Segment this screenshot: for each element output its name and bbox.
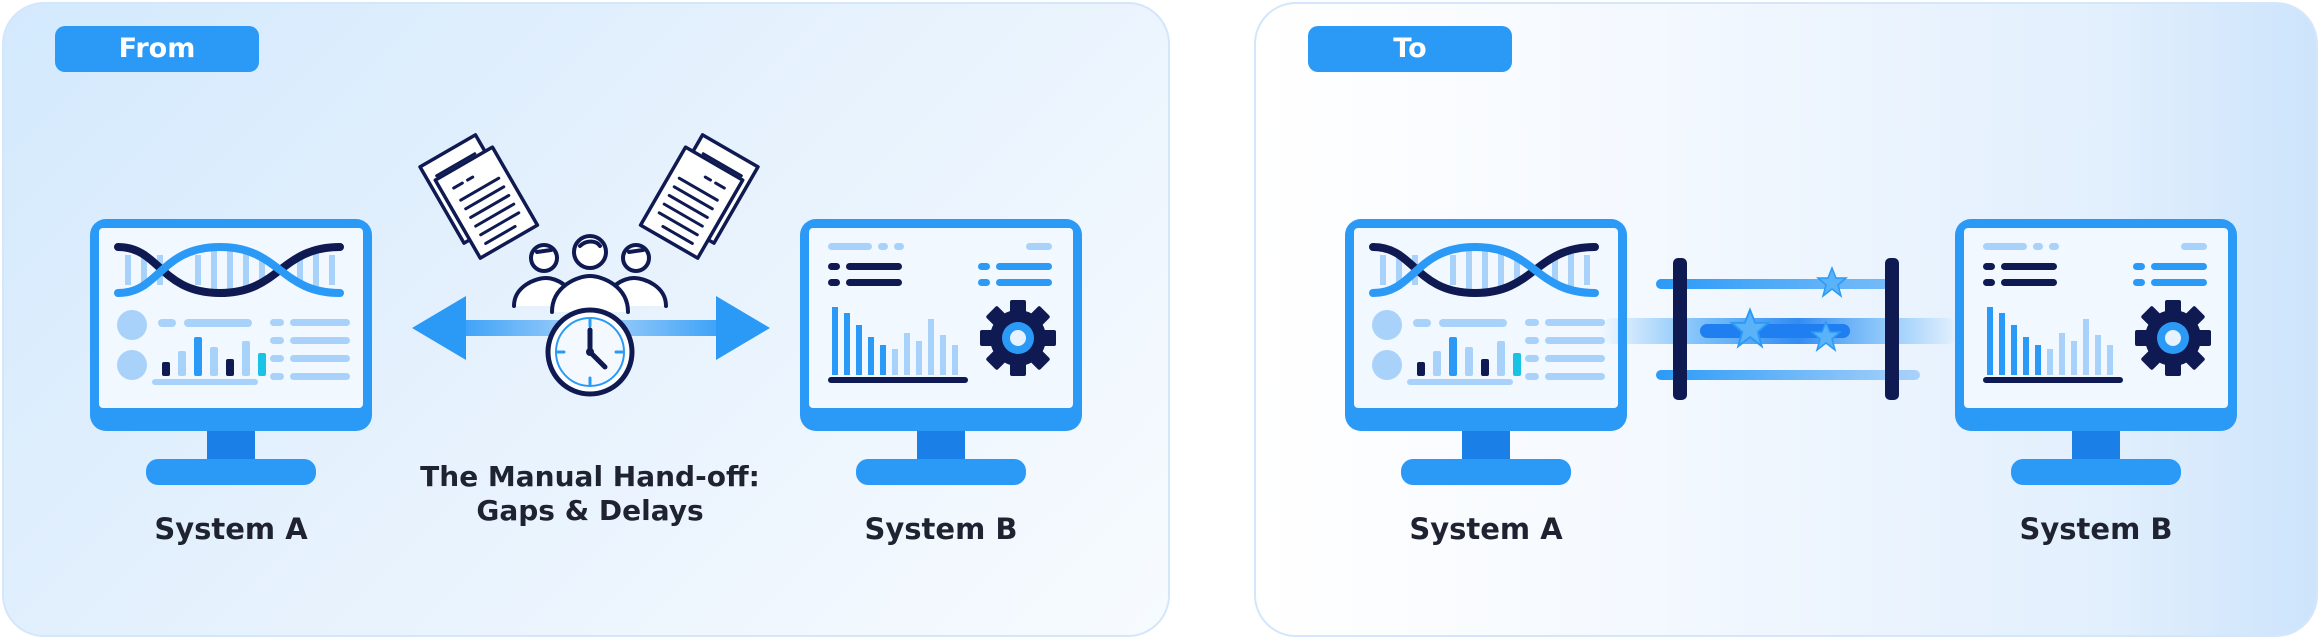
caption-line-2: Gaps & Delays [476, 494, 704, 527]
clock-icon [545, 307, 635, 397]
from-system-a-label: System A [154, 512, 308, 546]
from-system-b-label: System B [864, 512, 1018, 546]
to-system-b-label: System B [2019, 512, 2173, 546]
from-tag: From [55, 26, 259, 72]
documents-icon [638, 133, 760, 260]
people-icon [512, 234, 668, 314]
handoff-caption: The Manual Hand-off: Gaps & Delays [410, 460, 770, 528]
system-b-monitor-icon [1955, 219, 2237, 485]
to-tag: To [1308, 26, 1512, 72]
to-system-a-label: System A [1409, 512, 1563, 546]
system-b-monitor-icon [800, 219, 1082, 485]
caption-line-1: The Manual Hand-off: [420, 460, 760, 493]
documents-icon [418, 133, 540, 260]
system-a-monitor-icon [1345, 219, 1627, 485]
integration-bridge-icon [1600, 258, 1960, 400]
system-a-monitor-icon [90, 219, 372, 485]
